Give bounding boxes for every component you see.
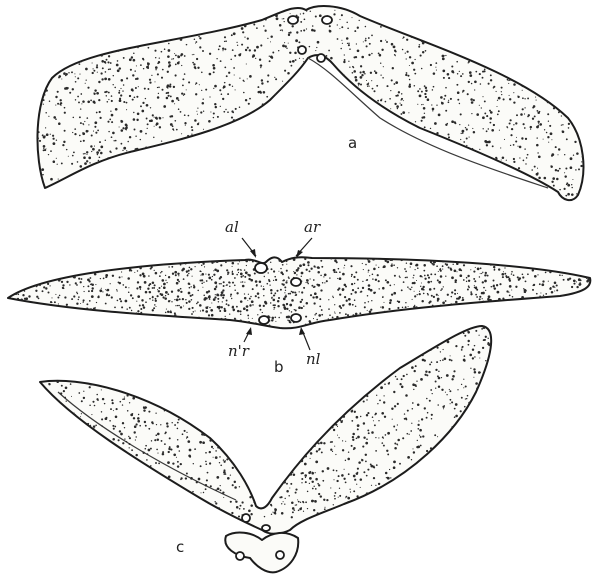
label-b: b (274, 358, 284, 376)
section-c-canal-lower-left (236, 552, 244, 560)
section-b-canal-al (255, 263, 267, 273)
section-a-canal-lower-right (317, 54, 325, 62)
label-ar: ar (304, 218, 321, 236)
label-c: c (176, 538, 184, 556)
section-c: c (29, 319, 500, 572)
section-b-canal-nr (259, 316, 269, 324)
section-c-lower-lobe (225, 533, 298, 573)
section-a: a (29, 0, 591, 211)
section-a-canal-lower-left (298, 46, 306, 54)
section-c-canal-upper-right (262, 525, 270, 531)
label-a: a (348, 134, 357, 152)
label-al: al (225, 218, 239, 236)
section-b: al ar n'r b nl (0, 218, 593, 376)
section-a-canal-right (322, 16, 332, 24)
section-a-outline (37, 6, 583, 200)
section-c-canal-upper-left (242, 514, 250, 522)
label-nl: nl (306, 350, 321, 368)
section-c-canal-lower-right (276, 551, 284, 559)
section-b-canal-ar (291, 278, 301, 286)
label-nr: n'r (228, 342, 250, 360)
section-a-canal-left (288, 16, 298, 24)
section-b-canal-nl (291, 314, 301, 322)
